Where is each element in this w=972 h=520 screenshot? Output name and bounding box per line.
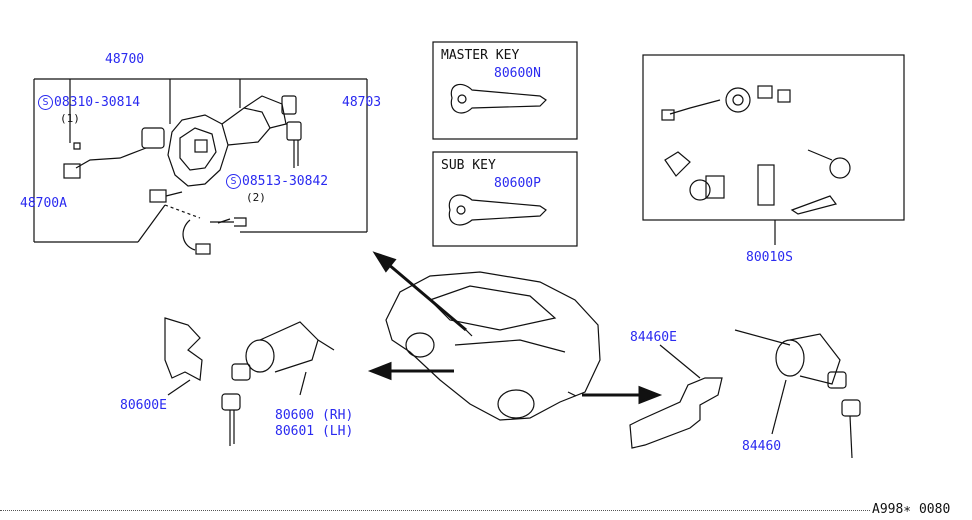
label-84460e: 84460E <box>630 330 677 345</box>
door-retainer-sketch <box>164 317 203 381</box>
label-48700a: 48700A <box>20 196 67 211</box>
door-lock-sketch <box>221 321 335 446</box>
sub-key-drawing <box>448 194 547 226</box>
footer-code: A998∗ 0080 <box>872 502 951 517</box>
master-key-drawing <box>450 83 547 114</box>
sub-key-title: SUB KEY <box>441 158 496 173</box>
master-key-title: MASTER KEY <box>441 48 520 63</box>
ignition-housing-sketch <box>63 95 302 255</box>
circled-s-icon: S <box>38 95 53 110</box>
sub-key-box <box>432 151 578 247</box>
arrows <box>367 251 663 405</box>
label-screw-1-qty: (1) <box>60 112 80 125</box>
ignition-bracket-lines <box>33 78 368 243</box>
label-80010s: 80010S <box>746 250 793 265</box>
label-48703: 48703 <box>342 95 382 110</box>
label-80600e: 80600E <box>120 398 167 413</box>
car-silhouette <box>385 271 601 421</box>
footer-divider <box>0 510 870 511</box>
circled-s-icon: S <box>226 174 241 189</box>
master-key-box <box>432 41 578 140</box>
kit-parts-sketch <box>661 85 851 215</box>
master-key-code: 80600N <box>494 66 541 81</box>
trunk-retainer-sketch <box>629 377 723 449</box>
label-screw-2-qty: (2) <box>246 191 266 204</box>
trunk-lock-sketch <box>734 329 861 459</box>
kit-box <box>642 54 905 221</box>
sub-key-code: 80600P <box>494 176 541 191</box>
label-80601-lh: 80601 (LH) <box>275 424 354 439</box>
label-84460: 84460 <box>742 439 782 454</box>
label-48700: 48700 <box>105 52 145 67</box>
label-80600-rh: 80600 (RH) <box>275 408 354 423</box>
